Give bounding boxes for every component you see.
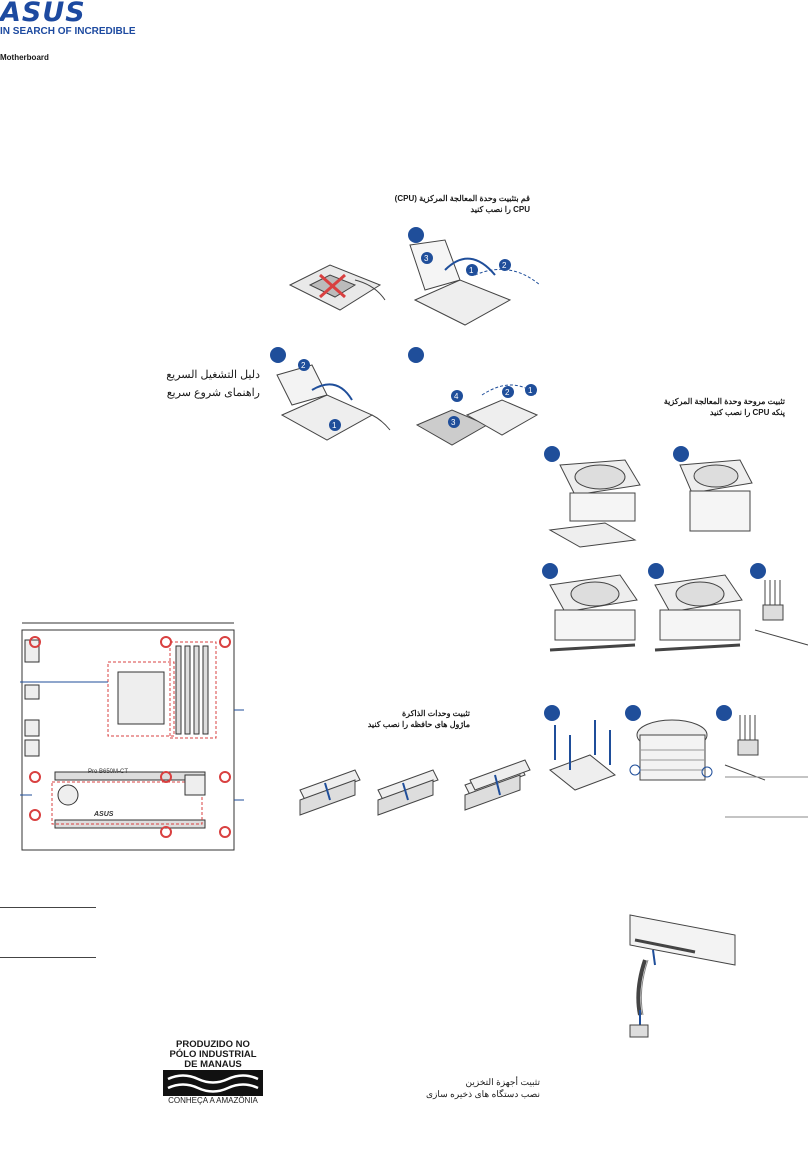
logo-wordmark: ASUS [0, 0, 86, 28]
svg-text:1: 1 [528, 386, 533, 395]
memory-install-illustrations [299, 759, 531, 816]
bracket-step-marker-2 [625, 705, 641, 721]
svg-text:1: 1 [469, 266, 474, 275]
cpu-section-heading: قم بتثبيت وحدة المعالجة المركزية (CPU) C… [360, 193, 530, 215]
bracket-step-marker-3 [716, 705, 732, 721]
fan-connector-illustration-1 [754, 580, 808, 646]
cpu-socket-close-illustration: 2 1 [276, 359, 391, 441]
manaus-subtitle: CONHEÇA A AMAZÔNIA [168, 1096, 258, 1105]
cooler-mount-illustration-2 [654, 574, 743, 652]
cpu-heading-line2: CPU را نصب کنید [470, 205, 531, 214]
cpu-socket-open-illustration: 3 1 2 [409, 239, 541, 326]
board-model-label: Pro B650M-CT [88, 769, 128, 775]
memory-heading-line1: تثبيت وحدات الذاكرة [401, 709, 470, 718]
memory-section-heading: تثبيت وحدات الذاكرة ماژول های حافظه را ن… [310, 708, 470, 730]
logo-tagline: IN SEARCH OF INCREDIBLE [0, 26, 136, 37]
bracket-step-marker-1 [544, 705, 560, 721]
storage-drive-illustration [629, 914, 736, 1038]
quick-guide-title: دليل التشغيل السريع راهنمای شروع سریع [150, 366, 260, 402]
cpu-step-marker [408, 227, 424, 243]
cooler-step-marker-1 [544, 446, 560, 462]
cooler-box-illustration-2 [679, 459, 753, 532]
cooler-step-marker-4 [648, 563, 664, 579]
svg-text:3: 3 [451, 418, 456, 427]
note-rule-2 [0, 957, 96, 958]
note-rule-1 [0, 907, 96, 908]
manaus-wave-logo [163, 1070, 263, 1096]
manaus-line3: DE MANAUS [184, 1059, 242, 1070]
cpu-socket-warning-illustration [288, 264, 386, 311]
svg-text:1: 1 [332, 421, 337, 430]
cooler-step-marker-2 [673, 446, 689, 462]
svg-text:4: 4 [454, 392, 459, 401]
cooler-heading-line1: تثبيت مروحة وحدة المعالجة المركزية [663, 397, 785, 406]
board-brand-label: ASUS [93, 811, 114, 818]
quick-guide-arabic: دليل التشغيل السريع [166, 369, 260, 381]
manaus-badge: PRODUZIDO NO PÓLO INDUSTRIAL DE MANAUS C… [163, 1040, 263, 1105]
svg-text:2: 2 [301, 361, 306, 370]
asus-logo: ASUS IN SEARCH OF INCREDIBLE [0, 0, 136, 38]
stock-cooler-illustration [629, 719, 713, 781]
cooler-step-marker-3 [542, 563, 558, 579]
cooler-mount-illustration-1 [549, 574, 638, 652]
svg-text:2: 2 [505, 388, 510, 397]
storage-heading-line2: نصب دستگاه های ذخیره سازی [425, 1089, 540, 1099]
memory-heading-line2: ماژول های حافظه را نصب کنید [367, 720, 470, 729]
cpu-close-step-marker [270, 347, 286, 363]
motherboard-layout-diagram: Pro B650M-CT ASUS [20, 622, 244, 851]
fan-connector-illustration-2 [724, 715, 808, 818]
svg-text:3: 3 [424, 254, 429, 263]
cooler-heading-line2: پنکه CPU را نصب کنید [709, 408, 785, 417]
manaus-line1: PRODUZIDO NO [176, 1039, 250, 1050]
cooler-box-illustration-1 [548, 459, 641, 548]
cpu-lever-illustration: 4 3 2 1 [415, 384, 539, 446]
bracket-screws-illustration [549, 720, 616, 791]
storage-heading-line1: تثبيت أجهزة التخزين [465, 1077, 540, 1087]
cpu-lever-step-marker [408, 347, 424, 363]
quick-guide-persian: راهنمای شروع سریع [166, 387, 260, 399]
manaus-line2: PÓLO INDUSTRIAL [169, 1049, 257, 1060]
cpu-heading-line1: قم بتثبيت وحدة المعالجة المركزية (CPU) [394, 194, 530, 203]
cooler-section-heading: تثبيت مروحة وحدة المعالجة المركزية پنکه … [620, 396, 785, 418]
svg-text:2: 2 [502, 261, 507, 270]
storage-section-heading: تثبيت أجهزة التخزين نصب دستگاه های ذخیره… [420, 1076, 540, 1100]
product-type: Motherboard [0, 53, 49, 62]
cooler-step-marker-5 [750, 563, 766, 579]
